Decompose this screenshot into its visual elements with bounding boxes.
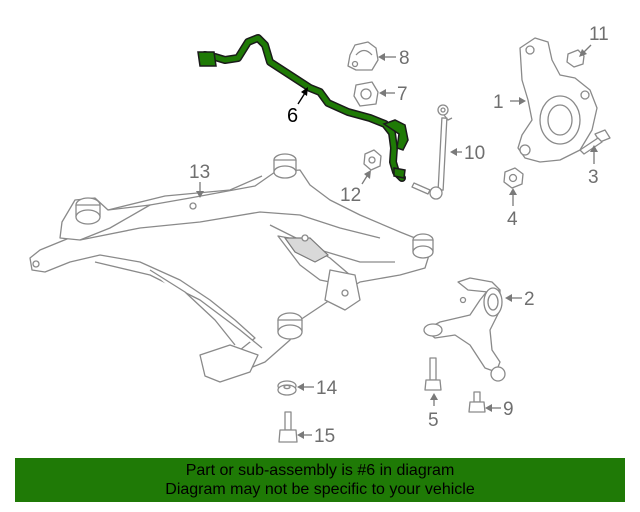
callout-15: 15 <box>314 426 335 447</box>
callout-leaders <box>196 44 598 439</box>
stabilizer-link <box>411 104 453 200</box>
steering-knuckle <box>517 37 598 163</box>
stabilizer-bracket <box>347 41 379 71</box>
callout-labels: 1 2 3 4 5 6 7 8 9 10 11 12 13 14 15 <box>189 24 609 447</box>
callout-8: 8 <box>399 48 410 69</box>
callout-5: 5 <box>428 410 439 431</box>
callout-3: 3 <box>588 167 599 188</box>
lower-control-arm <box>423 277 506 382</box>
knuckle-nut <box>503 167 524 189</box>
knuckle-cap <box>566 49 585 68</box>
banner-line-disclaimer: Diagram may not be specific to your vehi… <box>165 481 475 498</box>
callout-1: 1 <box>493 92 504 113</box>
callout-7: 7 <box>397 84 408 105</box>
callout-4: 4 <box>507 209 518 230</box>
front-subframe <box>29 153 434 383</box>
callout-14: 14 <box>316 378 338 399</box>
knuckle-bolt <box>579 129 611 155</box>
banner-line-part: Part or sub-assembly is #6 in diagram <box>185 462 455 479</box>
stabilizer-nut <box>363 149 382 171</box>
info-banner: Part or sub-assembly is #6 in diagram Di… <box>15 458 625 502</box>
callout-13: 13 <box>189 162 210 183</box>
callout-2: 2 <box>524 289 535 310</box>
callout-6: 6 <box>287 105 298 127</box>
callout-10: 10 <box>464 143 485 164</box>
callout-12: 12 <box>340 185 361 206</box>
callout-11: 11 <box>589 24 609 45</box>
arm-bolt-short <box>468 391 486 413</box>
callout-9: 9 <box>503 399 514 420</box>
stabilizer-bar-highlight[interactable] <box>197 34 409 182</box>
washer <box>277 380 297 396</box>
arm-bolt-vertical <box>424 357 442 391</box>
subframe-bolt <box>278 411 298 443</box>
stabilizer-bushing <box>353 81 379 107</box>
